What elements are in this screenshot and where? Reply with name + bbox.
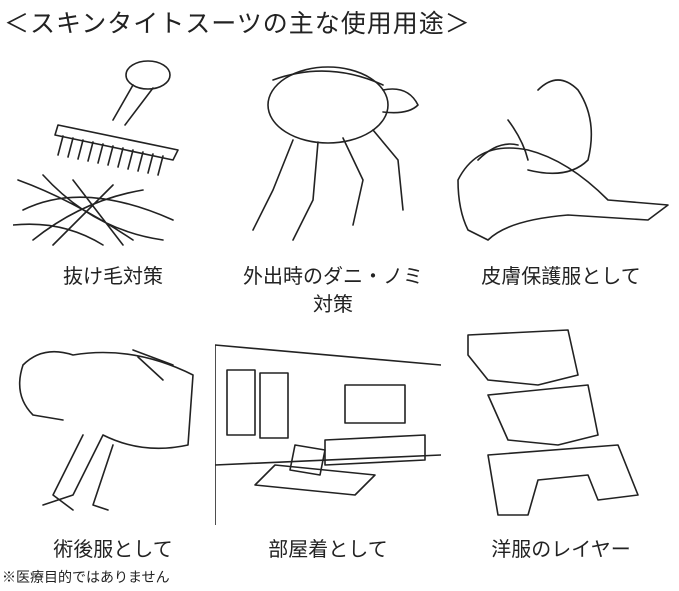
disclaimer-note: ※医療目的ではありません	[2, 570, 170, 586]
page-title: ＜スキンタイトスーツの主な使用用途＞	[4, 9, 471, 38]
scratching-dog-icon	[457, 79, 669, 241]
use-label-line1: 外出時のダニ・ノミ	[243, 264, 423, 288]
use-label-line2: 対策	[313, 292, 353, 316]
flea-icon	[252, 66, 419, 241]
living-room-icon	[215, 344, 441, 525]
use-label-post-surgery: 術後服として	[53, 537, 173, 561]
flea-illustration	[220, 50, 446, 250]
use-label-skin-protection: 皮膚保護服として	[481, 264, 641, 288]
use-label-hair-shedding: 抜け毛対策	[63, 264, 163, 288]
dog-clothes-icon	[467, 329, 639, 516]
living-room-illustration	[215, 335, 441, 525]
lying-dog-icon	[18, 349, 194, 511]
brush-illustration	[0, 50, 226, 250]
scratching-dog-illustration	[448, 50, 674, 250]
use-label-tick-flea: 外出時のダニ・ノミ 対策	[220, 262, 446, 318]
dog-clothes-illustration	[448, 325, 674, 525]
brush-and-hair-icon	[13, 60, 179, 246]
lying-dog-illustration	[0, 335, 226, 525]
use-label-loungewear: 部屋着として	[268, 537, 388, 561]
use-label-clothing-layer: 洋服のレイヤー	[491, 537, 631, 561]
